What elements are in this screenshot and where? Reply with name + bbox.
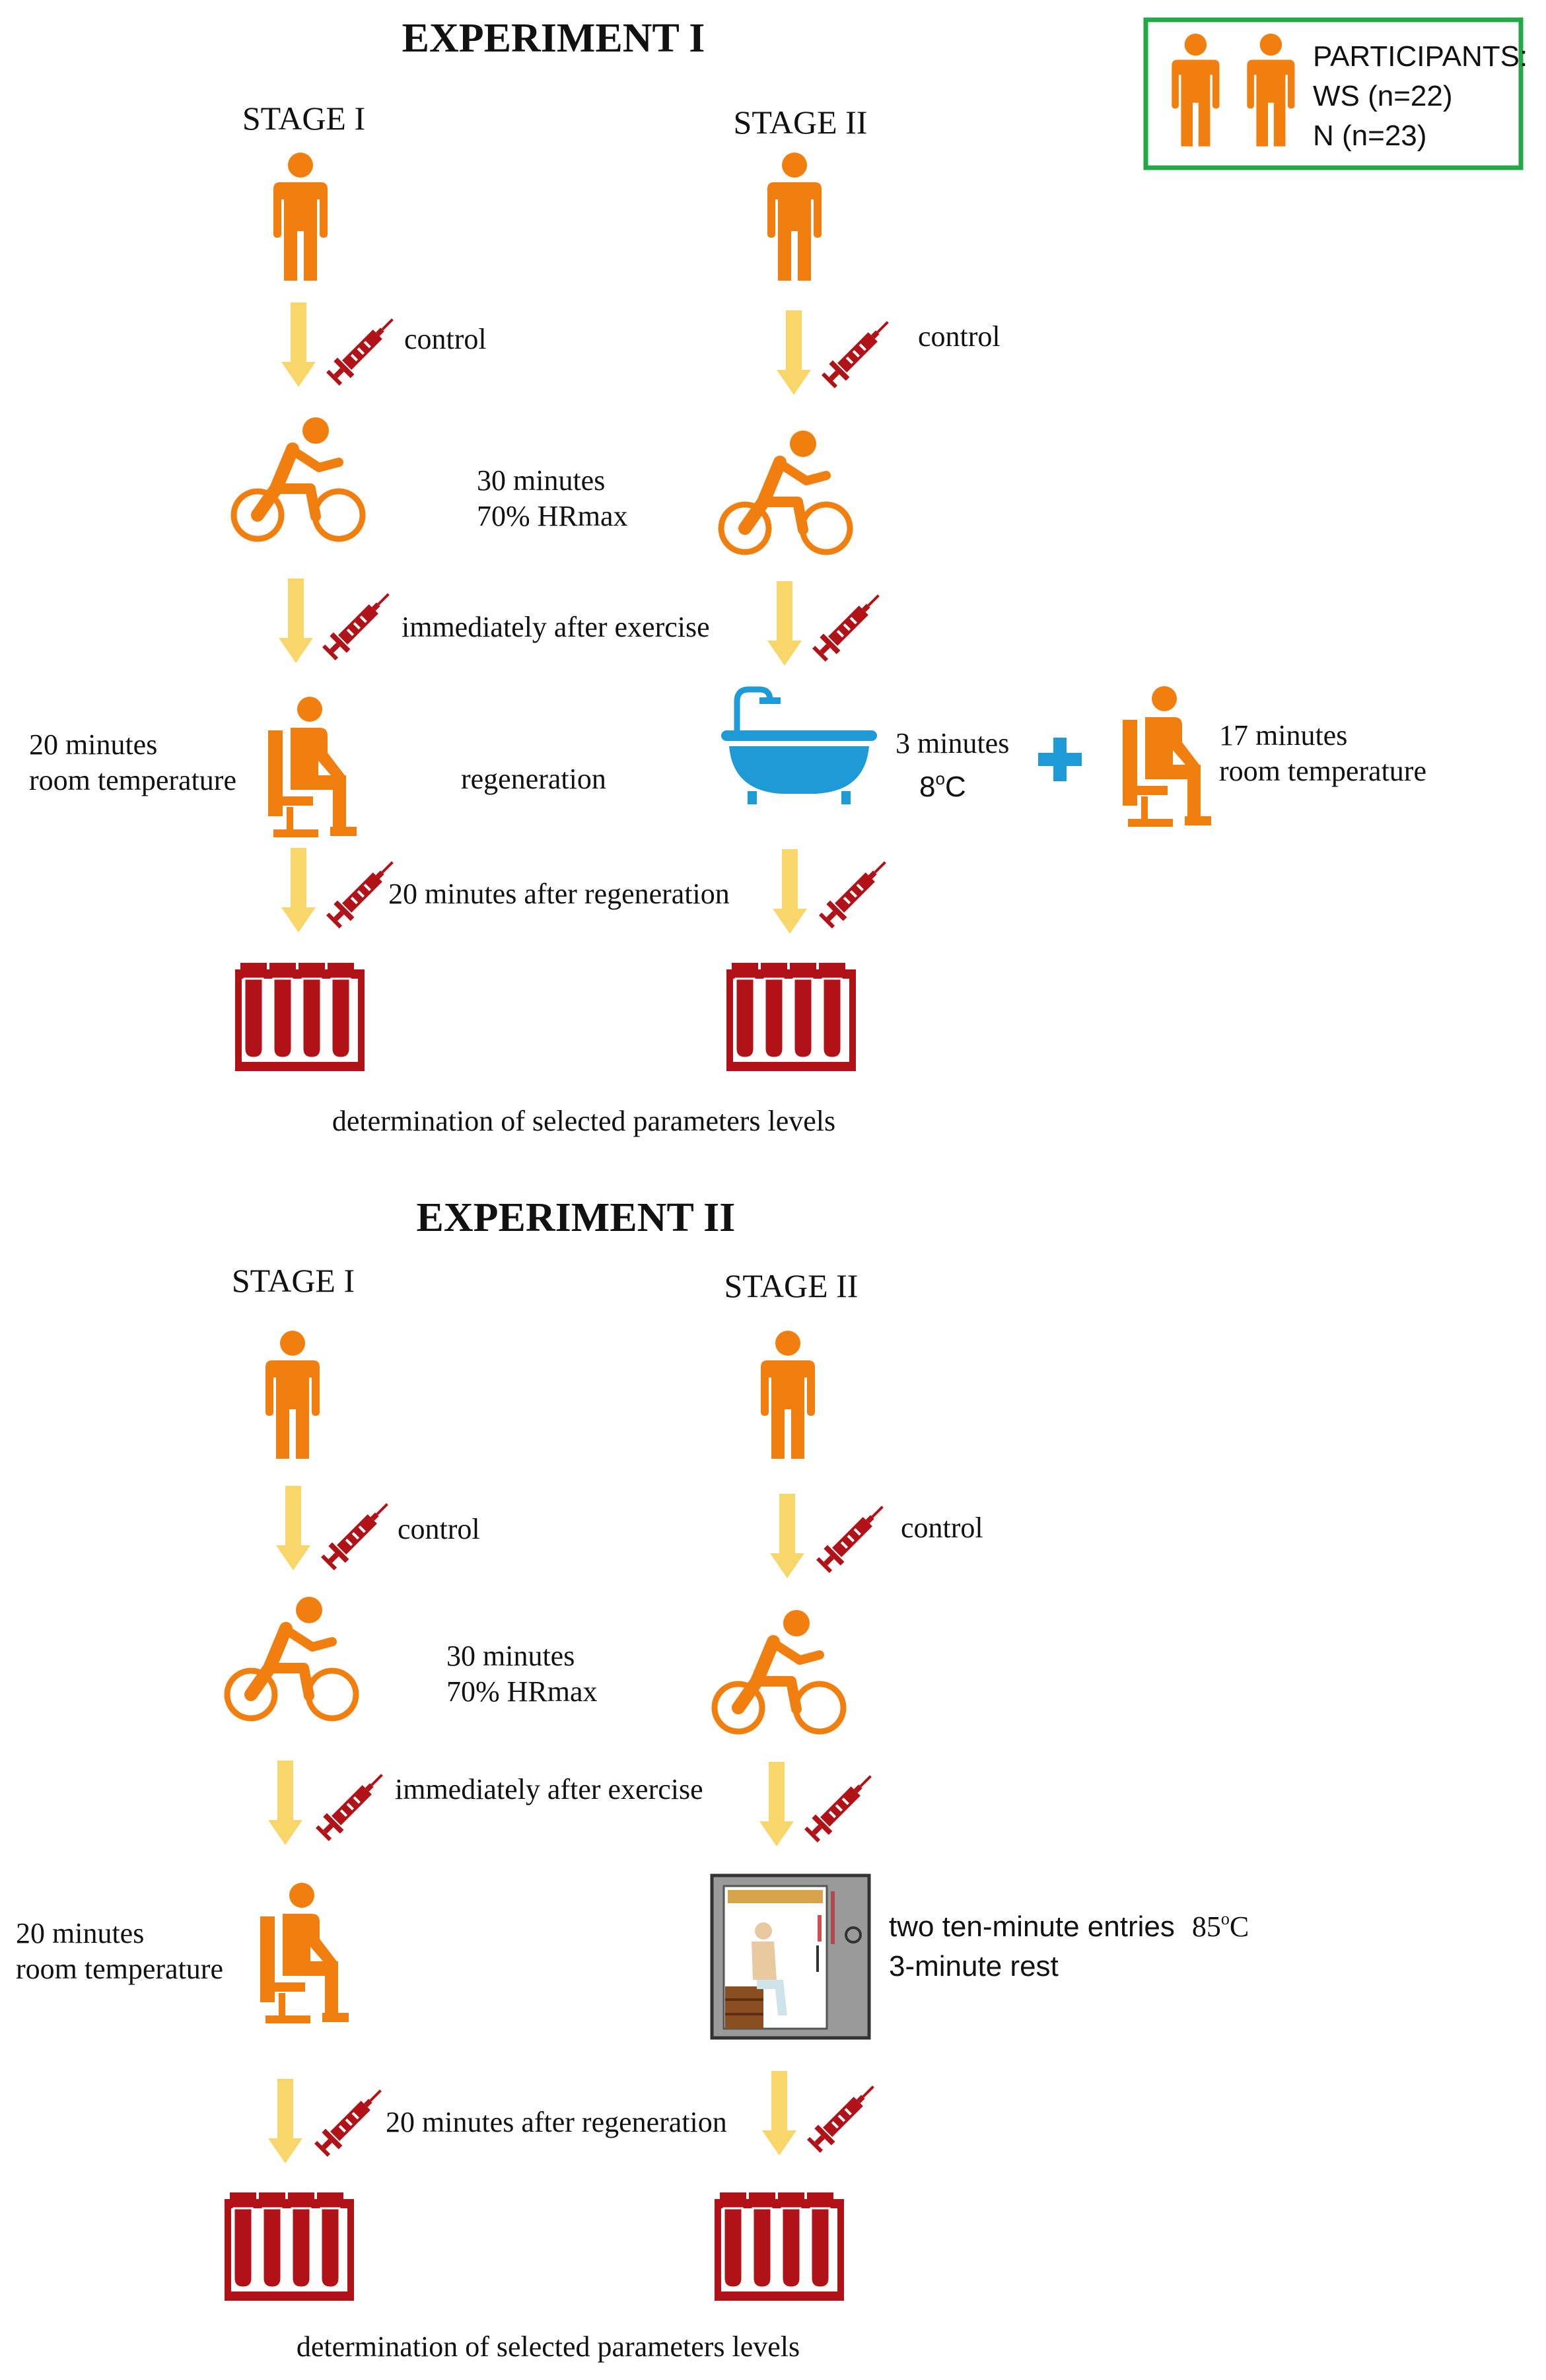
rest-temperature-left: room temperature bbox=[16, 1953, 223, 1985]
experiment-1-title: EXPERIMENT I bbox=[402, 16, 705, 61]
rest-duration-right: 17 minutes bbox=[1219, 719, 1347, 752]
exercise-duration: 30 minutes bbox=[446, 1640, 575, 1672]
test-tube-rack-icon bbox=[725, 962, 857, 1072]
test-tube-rack-icon bbox=[223, 2191, 355, 2302]
person-icon bbox=[1247, 33, 1295, 147]
sauna-icon bbox=[710, 1873, 871, 2040]
person-icon bbox=[1172, 33, 1220, 147]
experiment-2: EXPERIMENT II STAGE I STAGE II control c… bbox=[16, 1195, 1249, 2363]
arrow-down-icon bbox=[276, 1486, 310, 1570]
syringe-icon bbox=[312, 2082, 390, 2159]
arrow-down-icon bbox=[767, 581, 802, 666]
experiment-1: EXPERIMENT I STAGE I STAGE II control co… bbox=[29, 16, 1426, 1137]
person-icon bbox=[265, 1331, 320, 1459]
plus-icon bbox=[1038, 738, 1082, 781]
person-icon bbox=[767, 153, 822, 281]
cyclist-icon bbox=[715, 1610, 843, 1732]
sample-after-regeneration: 20 minutes after regeneration bbox=[386, 2106, 727, 2138]
determination-label: determination of selected parameters lev… bbox=[332, 1105, 835, 1137]
arrow-down-icon bbox=[777, 310, 811, 395]
rest-temperature-right: room temperature bbox=[1219, 755, 1426, 787]
seated-person-icon bbox=[260, 1883, 349, 2023]
syringe-icon bbox=[805, 2078, 882, 2155]
control-label-left: control bbox=[404, 323, 487, 355]
cyclist-icon bbox=[227, 1597, 356, 1718]
legend-title: PARTICIPANTS: bbox=[1313, 40, 1528, 73]
sample-after-exercise: immediately after exercise bbox=[402, 611, 710, 643]
legend-border bbox=[1143, 17, 1524, 170]
stage-2-label: STAGE II bbox=[734, 104, 868, 141]
arrow-down-icon bbox=[281, 848, 316, 932]
control-label-right: control bbox=[918, 320, 1001, 353]
person-icon bbox=[273, 153, 328, 281]
syringe-icon bbox=[802, 1767, 880, 1844]
arrow-down-icon bbox=[762, 2071, 796, 2155]
person-icon bbox=[761, 1331, 815, 1459]
syringe-icon bbox=[810, 586, 888, 664]
sauna-rest-label: 3-minute rest bbox=[889, 1950, 1059, 1982]
arrow-down-icon bbox=[268, 1761, 302, 1845]
legend-group-n: N (n=23) bbox=[1313, 120, 1426, 152]
syringe-icon bbox=[324, 310, 402, 388]
arrow-down-icon bbox=[770, 1494, 804, 1578]
regeneration-label: regeneration bbox=[461, 763, 606, 795]
stage-1-label: STAGE I bbox=[242, 100, 365, 137]
experiment-2-title: EXPERIMENT II bbox=[417, 1195, 736, 1240]
cold-water-duration: 3 minutes bbox=[896, 727, 1009, 759]
rest-duration-left: 20 minutes bbox=[29, 728, 157, 761]
stage-2-label: STAGE II bbox=[724, 1267, 859, 1304]
syringe-icon bbox=[820, 313, 897, 390]
syringe-icon bbox=[817, 853, 894, 930]
rest-duration-left: 20 minutes bbox=[16, 1917, 144, 1949]
syringe-icon bbox=[319, 1495, 396, 1572]
stage-1-label: STAGE I bbox=[232, 1262, 355, 1299]
exercise-duration: 30 minutes bbox=[477, 464, 605, 497]
arrow-down-icon bbox=[281, 302, 316, 387]
seated-person-icon bbox=[1123, 686, 1211, 827]
legend-group-ws: WS (n=22) bbox=[1313, 80, 1453, 112]
syringe-icon bbox=[814, 1498, 892, 1575]
rest-temperature-left: room temperature bbox=[29, 764, 236, 796]
arrow-down-icon bbox=[773, 849, 807, 934]
arrow-down-icon bbox=[759, 1762, 794, 1846]
test-tube-rack-icon bbox=[713, 2191, 845, 2302]
syringe-icon bbox=[320, 585, 398, 662]
cyclist-icon bbox=[234, 417, 363, 539]
test-tube-rack-icon bbox=[234, 962, 366, 1072]
seated-person-icon bbox=[268, 697, 357, 837]
arrow-down-icon bbox=[279, 578, 313, 663]
exercise-intensity: 70% HRmax bbox=[446, 1675, 598, 1708]
arrow-down-icon bbox=[268, 2079, 302, 2163]
sample-after-exercise: immediately after exercise bbox=[395, 1773, 703, 1805]
exercise-intensity: 70% HRmax bbox=[477, 500, 628, 532]
cold-water-temperature: 8oC bbox=[919, 769, 966, 803]
sample-after-regeneration: 20 minutes after regeneration bbox=[388, 878, 730, 910]
bathtub-icon bbox=[721, 686, 877, 804]
syringe-icon bbox=[314, 1766, 391, 1843]
control-label-left: control bbox=[398, 1513, 480, 1545]
cyclist-icon bbox=[721, 431, 850, 552]
control-label-right: control bbox=[901, 1512, 983, 1544]
participants-legend: PARTICIPANTS: WS (n=22) N (n=23) bbox=[1143, 17, 1528, 170]
determination-label: determination of selected parameters lev… bbox=[297, 2330, 800, 2363]
